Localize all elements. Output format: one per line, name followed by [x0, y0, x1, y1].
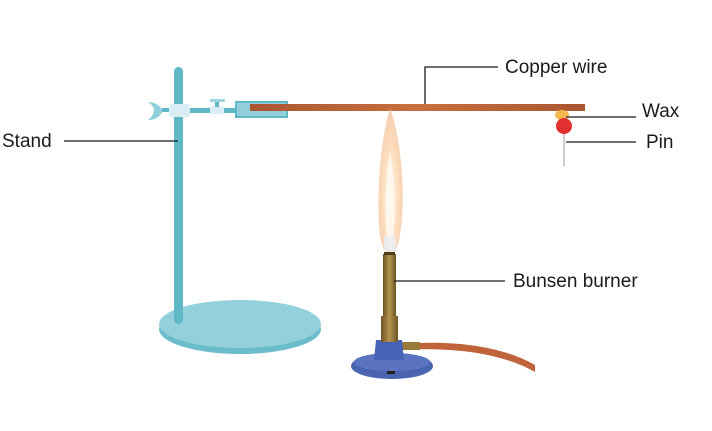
wax-blob — [555, 110, 569, 120]
gas-inlet — [398, 342, 420, 350]
leader-lines — [64, 66, 636, 282]
pin-head — [556, 118, 572, 134]
label-copper-wire: Copper wire — [505, 57, 608, 78]
burner-barrel — [383, 254, 396, 318]
stand-rod — [174, 67, 183, 324]
air-regulator — [381, 316, 398, 342]
label-stand: Stand — [2, 131, 52, 152]
flame — [378, 108, 403, 256]
stand-base — [159, 300, 321, 348]
clamp-knob — [210, 99, 225, 102]
label-pin: Pin — [646, 132, 674, 153]
copper-wire — [250, 104, 585, 111]
bunsen-burner — [351, 252, 535, 379]
burner-collar — [374, 340, 404, 360]
leader-copper-wire — [424, 66, 498, 104]
stand — [159, 67, 321, 354]
clamp-sleeve — [169, 104, 190, 117]
label-bunsen-burner: Bunsen burner — [513, 271, 638, 292]
clamp-jaw — [148, 102, 163, 120]
label-wax: Wax — [642, 101, 680, 122]
